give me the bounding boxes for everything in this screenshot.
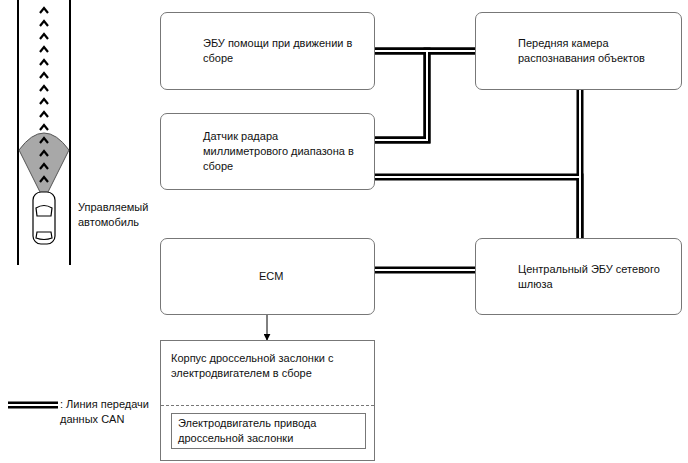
can-line-sample xyxy=(8,404,58,406)
vehicle xyxy=(33,192,55,244)
camera-box: Передняя камера распознавания объектов xyxy=(475,12,682,90)
chevron xyxy=(40,47,48,52)
throttle-motor-box: Электродвигатель привода дроссельной зас… xyxy=(171,413,366,449)
car-windshield xyxy=(36,206,52,217)
node-label: ЭБУ помощи при движении в сборе xyxy=(203,36,364,66)
lane-chevrons xyxy=(40,8,48,182)
can-bus-line-core xyxy=(375,269,475,271)
car-body xyxy=(33,192,55,244)
chevron xyxy=(40,99,48,104)
node-label: Передняя камера распознавания объектов xyxy=(518,36,671,66)
can-bus-line xyxy=(375,51,475,140)
chevron xyxy=(40,112,48,117)
can-bus-line-core xyxy=(375,51,427,140)
control-arrow xyxy=(267,315,268,340)
chevron xyxy=(40,125,48,130)
road-edge xyxy=(69,0,71,265)
assist-ecu-box: ЭБУ помощи при движении в сборе xyxy=(160,12,375,90)
chevron xyxy=(40,86,48,91)
chevron xyxy=(40,151,48,156)
can-bus-line xyxy=(375,177,580,238)
chevron xyxy=(40,34,48,39)
throttle-body-box: Корпус дроссельной заслонки с электродви… xyxy=(160,340,375,461)
road-edge xyxy=(17,0,19,265)
can-line-sample xyxy=(8,402,58,409)
chevron xyxy=(40,164,48,169)
node-label: ECM xyxy=(259,269,364,284)
chevron xyxy=(40,60,48,65)
can-bus-line-core xyxy=(375,51,475,140)
chevron xyxy=(40,8,48,13)
node-label: Электродвигатель привода дроссельной зас… xyxy=(178,416,359,446)
chevron xyxy=(40,21,48,26)
ecm-box: ECM xyxy=(160,238,375,315)
radar-sector xyxy=(19,133,69,200)
node-label: Корпус дроссельной заслонки с электродви… xyxy=(171,351,364,381)
chevron xyxy=(40,73,48,78)
legend-text: : Линия передачи данных CAN xyxy=(60,397,152,427)
can-bus-line xyxy=(375,267,475,274)
chevron xyxy=(40,177,48,182)
gateway-box: Центральный ЭБУ сетевого шлюза xyxy=(475,238,682,315)
dashed-separator xyxy=(161,405,374,406)
node-label: Центральный ЭБУ сетевого шлюза xyxy=(518,262,671,292)
chevron xyxy=(40,138,48,143)
radar-box: Датчик радара миллиметрового диапазона в… xyxy=(160,113,375,190)
vehicle-label: Управляемый автомобиль xyxy=(78,200,158,230)
can-bus-line xyxy=(375,51,427,140)
node-label: Датчик радара миллиметрового диапазона в… xyxy=(203,129,364,174)
road xyxy=(18,0,70,265)
legend-sample xyxy=(8,405,58,406)
can-bus-line-core xyxy=(375,177,580,238)
car-rear-window xyxy=(36,232,52,240)
